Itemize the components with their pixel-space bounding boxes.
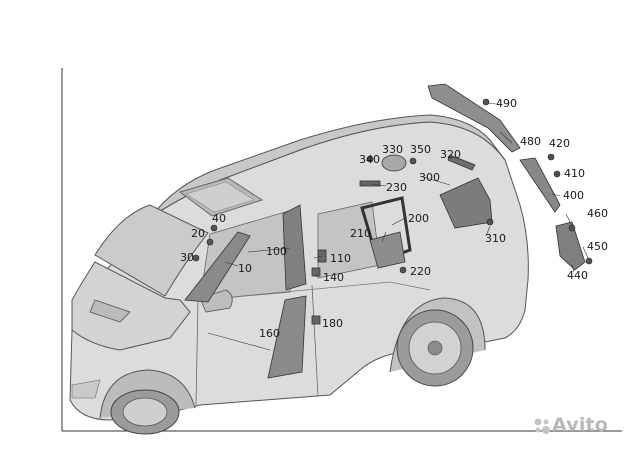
watermark-text: Avito [552, 414, 609, 436]
callout-420: 420 [549, 137, 570, 150]
callout-480: 480 [520, 135, 541, 148]
callout-340: 340 [359, 153, 380, 166]
callout-490: 490 [496, 97, 517, 110]
callout-180: 180 [322, 317, 343, 330]
callout-410: 410 [564, 167, 585, 180]
callout-200: 200 [408, 212, 429, 225]
callout-400: 400 [563, 189, 584, 202]
callout-100: 100 [266, 245, 287, 258]
callout-160: 160 [259, 327, 280, 340]
callout-20: 20 [191, 227, 205, 240]
callout-440: 440 [567, 269, 588, 282]
callout-350: 350 [410, 143, 431, 156]
leader-lines [207, 102, 589, 351]
callout-210: 210 [350, 227, 371, 240]
callout-30: 30 [180, 251, 194, 264]
callout-110: 110 [330, 252, 351, 265]
callout-320: 320 [440, 148, 461, 161]
callout-460: 460 [587, 207, 608, 220]
callout-230: 230 [386, 181, 407, 194]
callout-140: 140 [323, 271, 344, 284]
callout-300: 300 [419, 171, 440, 184]
callout-330: 330 [382, 143, 403, 156]
callout-40: 40 [212, 212, 226, 225]
callout-10: 10 [238, 262, 252, 275]
callout-310: 310 [485, 232, 506, 245]
avito-logo-icon [534, 418, 550, 434]
callout-220: 220 [410, 265, 431, 278]
callout-450: 450 [587, 240, 608, 253]
trim-parts [184, 83, 586, 379]
